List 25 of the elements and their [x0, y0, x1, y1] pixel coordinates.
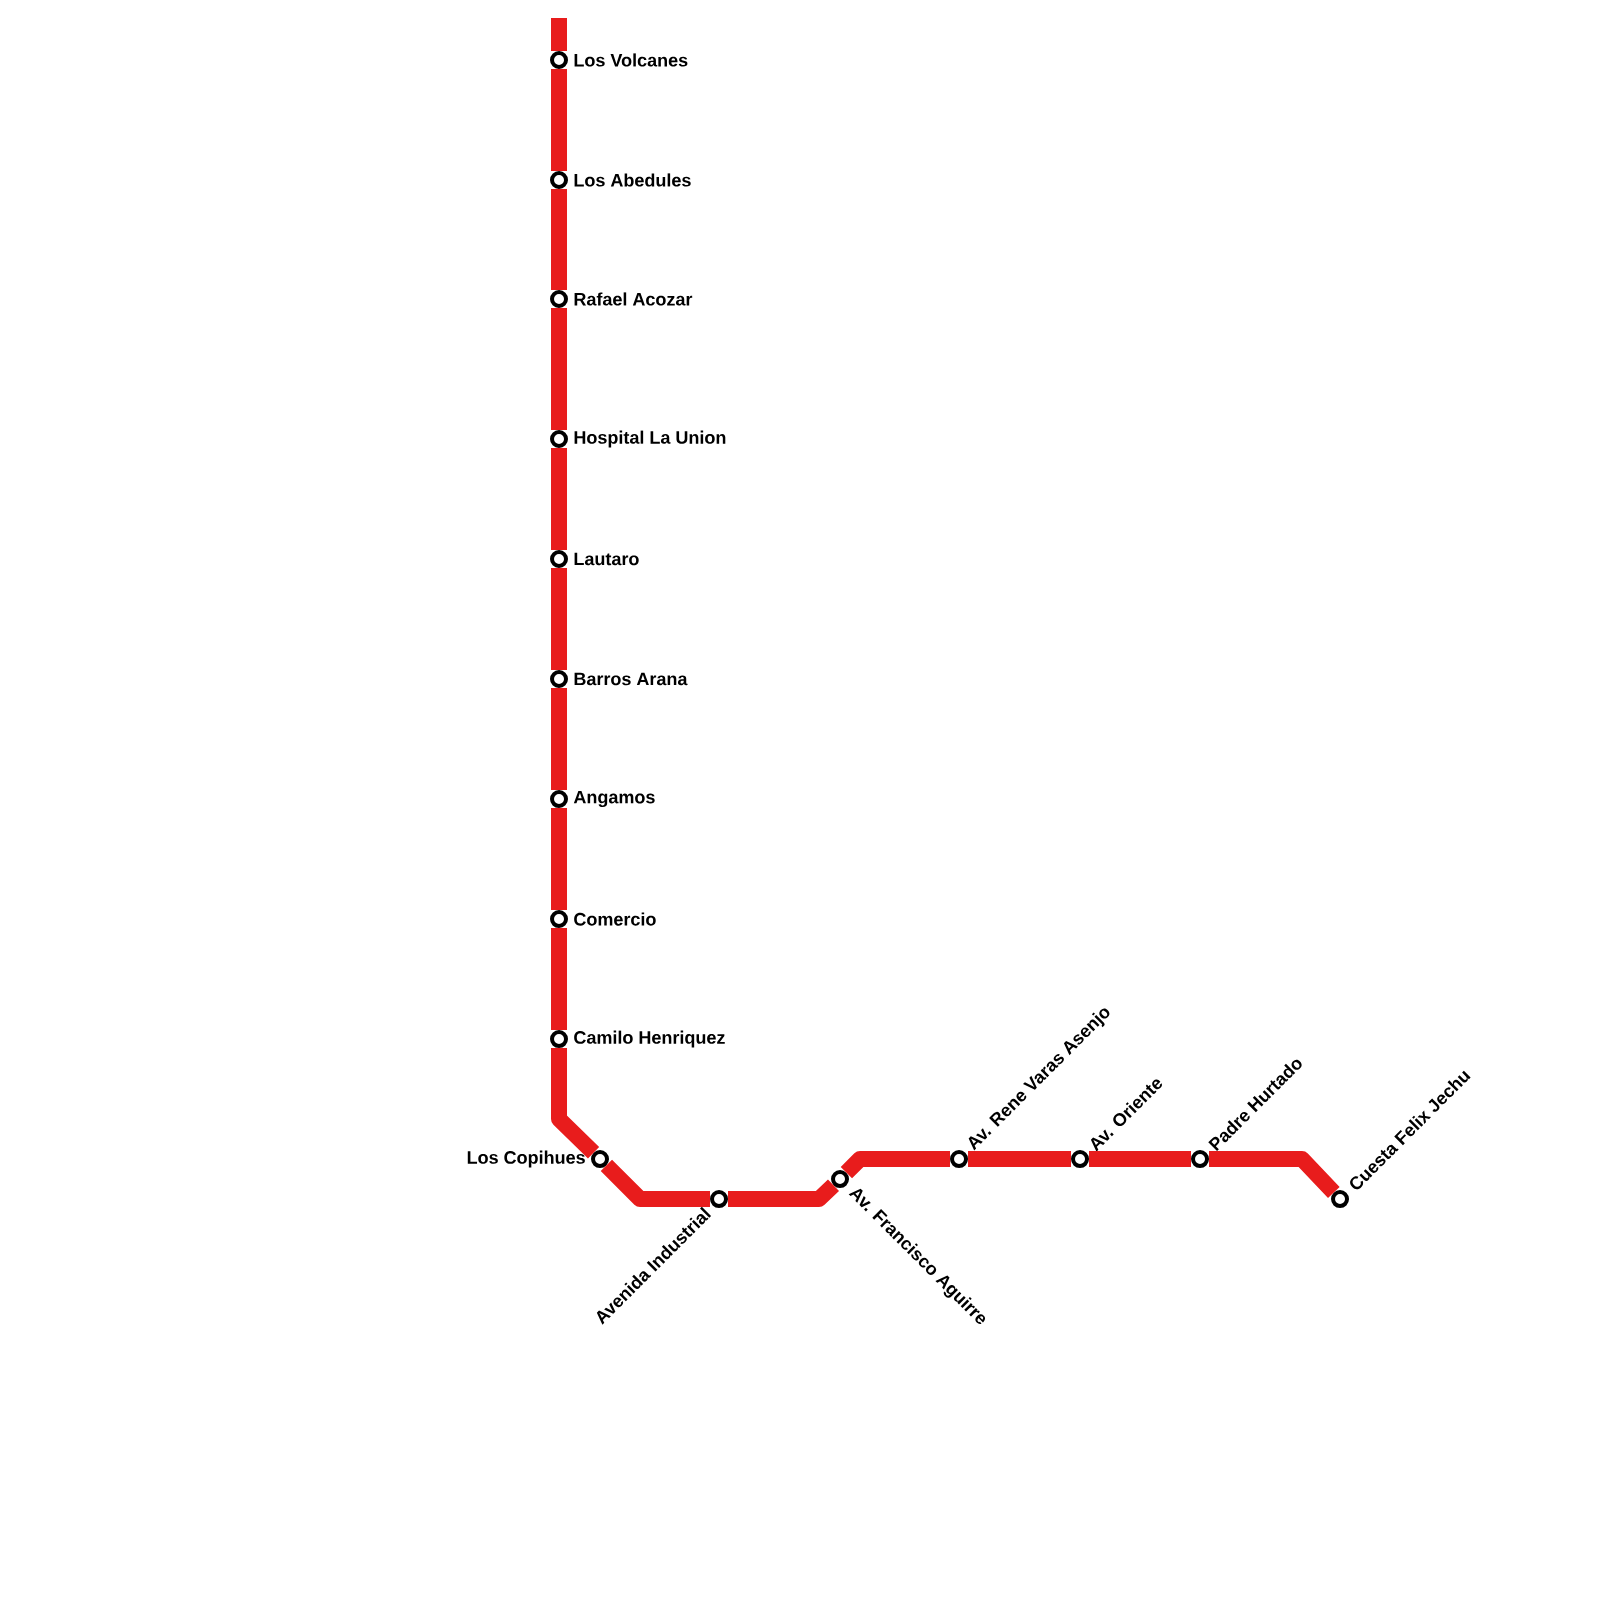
station-label: Barros Arana — [574, 672, 688, 686]
line-segment — [551, 18, 567, 51]
station-label: Hospital La Union — [574, 430, 726, 448]
line-segment — [840, 1151, 950, 1179]
line-segment — [551, 568, 567, 670]
station-label: Rafael Acozar — [574, 292, 693, 306]
line-segment — [551, 688, 567, 790]
station-label: Los Abedules — [574, 173, 691, 187]
line-segment — [551, 928, 567, 1030]
line-segment — [1089, 1151, 1191, 1167]
station-label: Camilo Henriquez — [574, 1030, 725, 1048]
station-label: Los Volcanes — [574, 53, 688, 67]
line-segment — [551, 448, 567, 550]
line-segment — [551, 808, 567, 910]
station-label: Angamos — [573, 790, 655, 808]
line-segment — [551, 69, 567, 171]
station-label: Comercio — [574, 912, 656, 926]
line-segment — [600, 1159, 710, 1207]
station-label: Lautaro — [574, 552, 639, 566]
line-segment — [551, 189, 567, 290]
line-segment — [728, 1179, 839, 1207]
line-segment — [968, 1151, 1071, 1167]
line-segment — [551, 308, 567, 430]
station-label: Los Copihues — [467, 1150, 585, 1168]
line-segment — [551, 1048, 600, 1159]
